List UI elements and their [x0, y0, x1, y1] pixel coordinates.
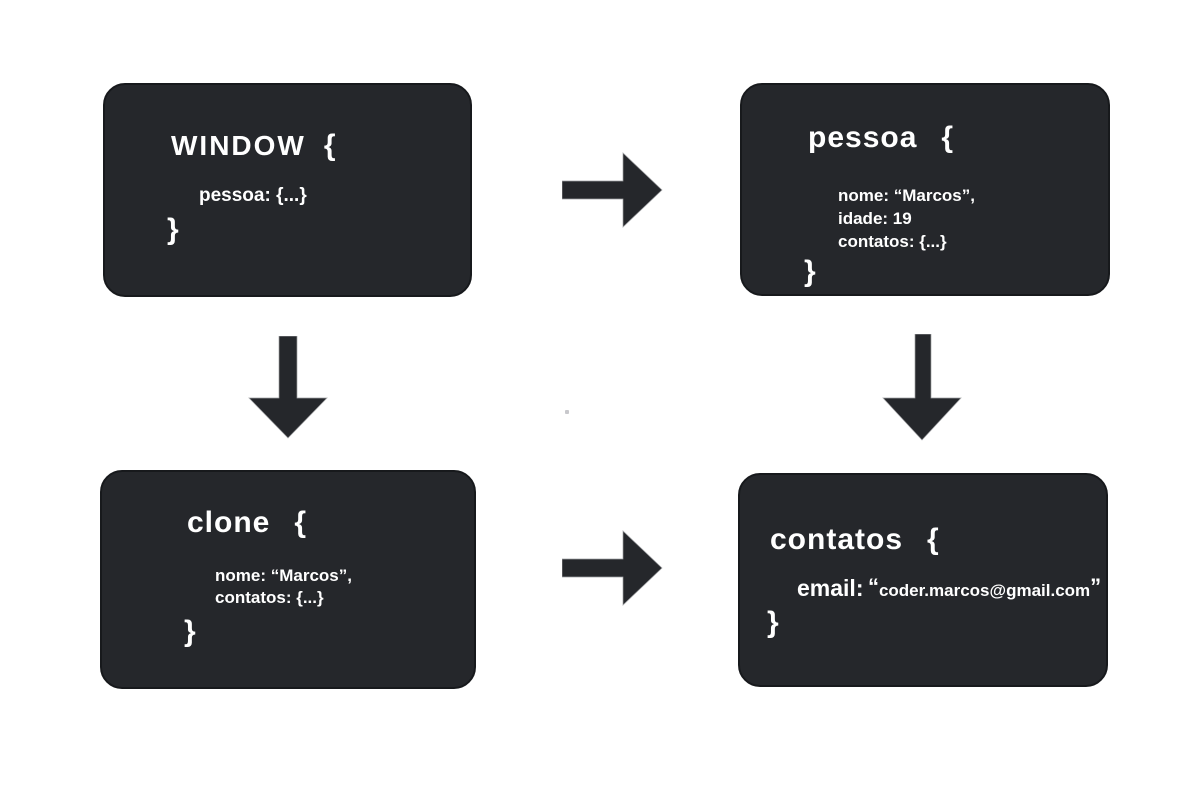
close-brace: }: [167, 213, 179, 246]
node-clone-header: clone {: [102, 472, 474, 545]
node-clone-body: nome: “Marcos”, contatos: {...}: [102, 565, 474, 609]
arrow-right-icon: [562, 528, 663, 608]
node-window-title: WINDOW: [171, 130, 306, 161]
node-contatos-header: contatos {: [740, 475, 1106, 562]
node-pessoa-body: nome: “Marcos”, idade: 19 contatos: {...…: [742, 184, 1108, 253]
open-brace: {: [941, 121, 954, 154]
node-clone-title: clone: [187, 506, 271, 539]
close-brace: }: [804, 255, 816, 288]
node-contatos-title: contatos: [770, 523, 904, 556]
email-value: coder.marcos@gmail.com: [878, 581, 1091, 600]
node-pessoa-header: pessoa {: [742, 85, 1108, 160]
node-window-header: WINDOW {: [105, 85, 470, 168]
email-colon: :: [855, 575, 864, 601]
arrow-down-icon: [882, 334, 962, 441]
node-contatos: contatos { email: “coder.marcos@gmail.com…: [738, 473, 1108, 687]
open-brace: {: [927, 523, 939, 556]
email-key: email: [797, 575, 856, 601]
arrow-right-icon: [562, 150, 663, 230]
node-contatos-body: email: “coder.marcos@gmail.com”: [740, 574, 1106, 602]
email-line: email: “coder.marcos@gmail.com”: [797, 574, 1106, 602]
close-brace: }: [767, 606, 779, 639]
node-pessoa-title: pessoa: [808, 121, 918, 154]
node-window-body: pessoa: {...}: [105, 184, 470, 207]
code-line: contatos: {...}: [838, 232, 947, 251]
open-brace: {: [323, 129, 336, 162]
code-line: contatos: {...}: [215, 588, 324, 607]
node-clone: clone { nome: “Marcos”, contatos: {...} }: [100, 470, 476, 689]
close-quote: ”: [1090, 574, 1102, 599]
open-brace: {: [294, 506, 307, 539]
code-line: nome: “Marcos”,: [838, 186, 975, 205]
node-pessoa: pessoa { nome: “Marcos”, idade: 19 contat…: [740, 83, 1110, 296]
speck-artifact: [565, 410, 569, 414]
open-quote: “: [867, 574, 879, 599]
close-brace: }: [184, 615, 196, 648]
code-line: nome: “Marcos”,: [215, 566, 352, 585]
arrow-down-icon: [248, 336, 328, 439]
node-window: WINDOW { pessoa: {...} }: [103, 83, 472, 297]
code-line: idade: 19: [838, 209, 912, 228]
code-line: pessoa: {...}: [199, 185, 307, 206]
